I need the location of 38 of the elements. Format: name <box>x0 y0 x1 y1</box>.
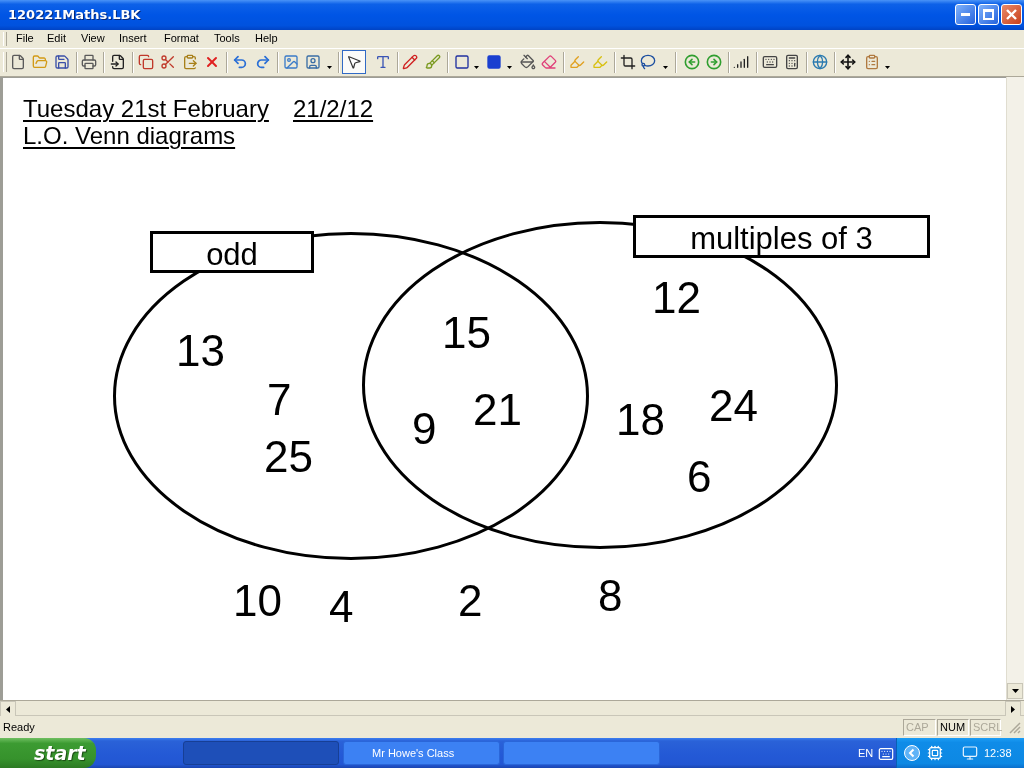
date-heading: 21/2/12 <box>293 95 374 123</box>
set-name: odd <box>206 238 258 270</box>
set-label-box <box>633 215 930 258</box>
menu-item: Insert <box>119 32 147 44</box>
num-lock-indicator: NUM <box>937 719 969 736</box>
set-member-number: 8 <box>598 574 623 618</box>
set-member-number: 12 <box>652 276 701 320</box>
lesson-objective-heading: L.O. Venn diagrams <box>23 122 236 150</box>
set-member-number: 7 <box>267 378 292 422</box>
date-heading: Tuesday 21st February <box>23 95 269 123</box>
set-member-number: 6 <box>687 455 712 499</box>
menu-item: Tools <box>214 32 240 44</box>
menu-item: File <box>16 32 34 44</box>
menu-item: Edit <box>47 32 66 44</box>
menu-item: Help <box>255 32 278 44</box>
set-member-number: 10 <box>233 579 282 623</box>
window-title: 120221Maths.LBK <box>8 7 141 22</box>
menu-item: Format <box>164 32 199 44</box>
set-member-number: 13 <box>176 329 225 373</box>
set-member-number: 4 <box>329 585 354 629</box>
set-member-number: 18 <box>616 398 665 442</box>
start-button: start <box>0 738 96 768</box>
set-member-number: 15 <box>442 311 491 355</box>
taskbar-button: Mr Howe's Class <box>343 741 500 765</box>
scroll-lock-indicator: SCRL <box>970 719 1001 736</box>
set-member-number: 25 <box>264 435 313 479</box>
set-member-number: 24 <box>709 384 758 428</box>
clock-time: 12:38 <box>984 747 1012 759</box>
venn-set-ellipse <box>113 232 589 560</box>
caps-lock-indicator: CAP <box>903 719 936 736</box>
set-member-number: 9 <box>412 407 437 451</box>
language-indicator: EN <box>858 747 874 759</box>
status-text: Ready <box>3 721 35 733</box>
menu-item: View <box>81 32 105 44</box>
set-member-number: 21 <box>473 388 522 432</box>
set-member-number: 2 <box>458 579 483 623</box>
set-label-box <box>150 231 314 273</box>
set-name: multiples of 3 <box>690 223 873 254</box>
